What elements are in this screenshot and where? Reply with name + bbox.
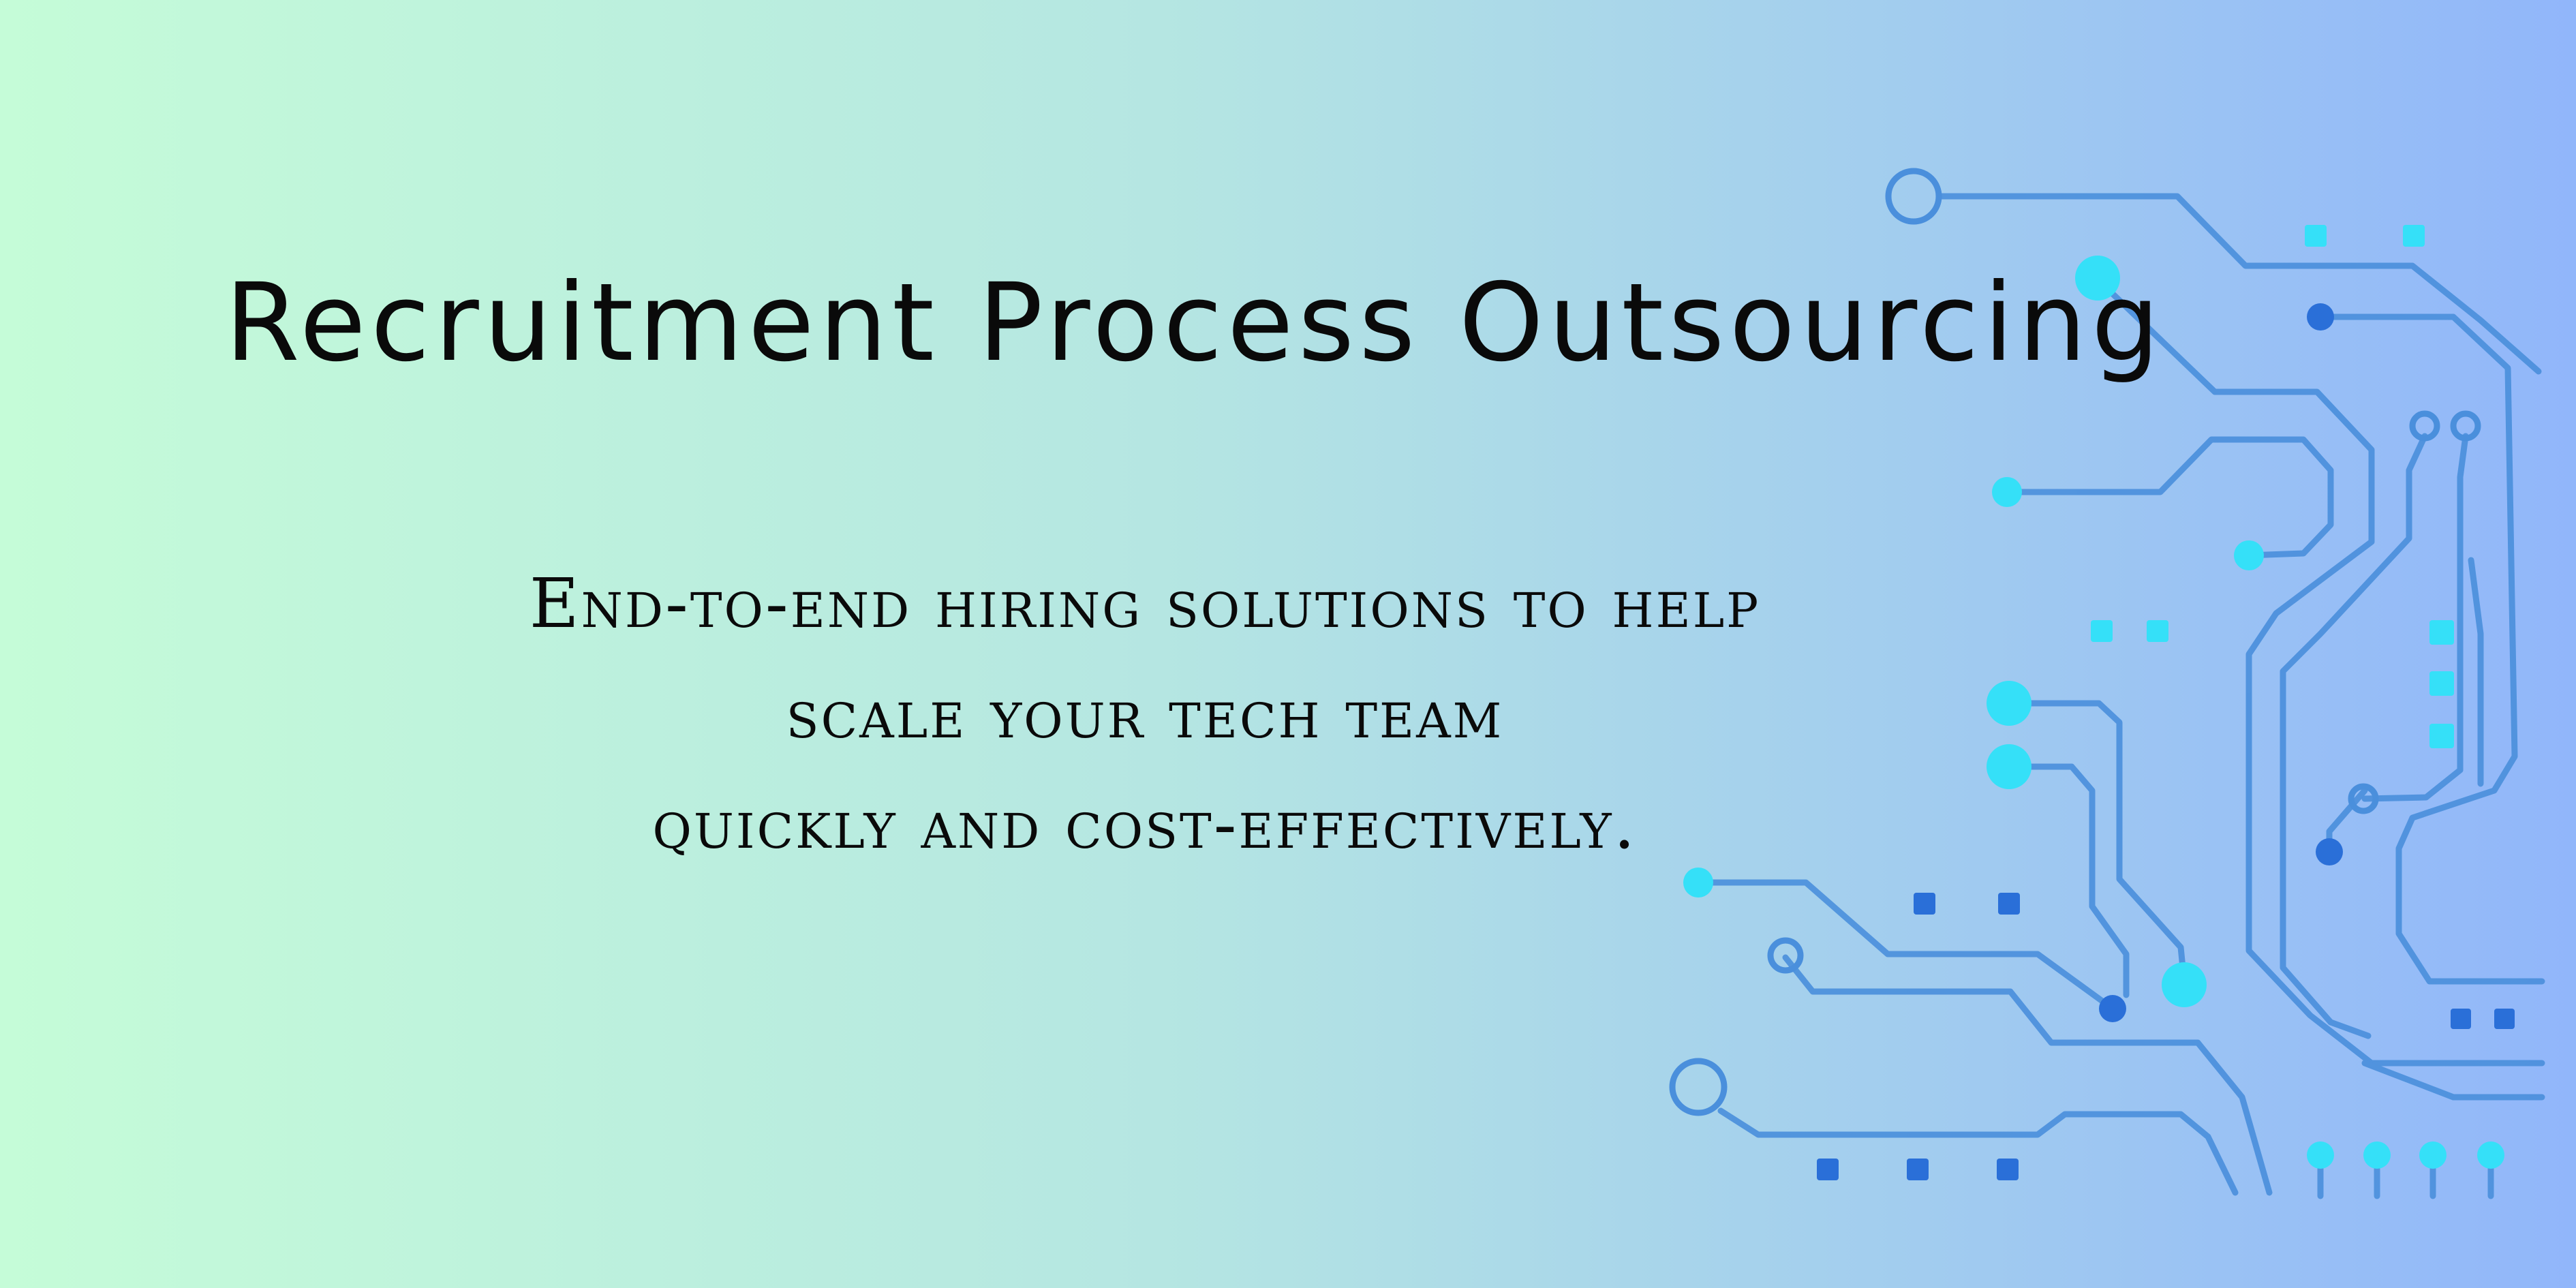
tagline-line: End-to-end hiring solutions to help bbox=[529, 564, 1761, 643]
tagline-line: scale your tech team bbox=[786, 674, 1504, 754]
tagline: End-to-end hiring solutions to help scal… bbox=[477, 549, 1813, 880]
headline: Recruitment Process Outsourcing bbox=[225, 260, 2164, 386]
tagline-line: quickly and cost-effectively. bbox=[652, 784, 1638, 864]
